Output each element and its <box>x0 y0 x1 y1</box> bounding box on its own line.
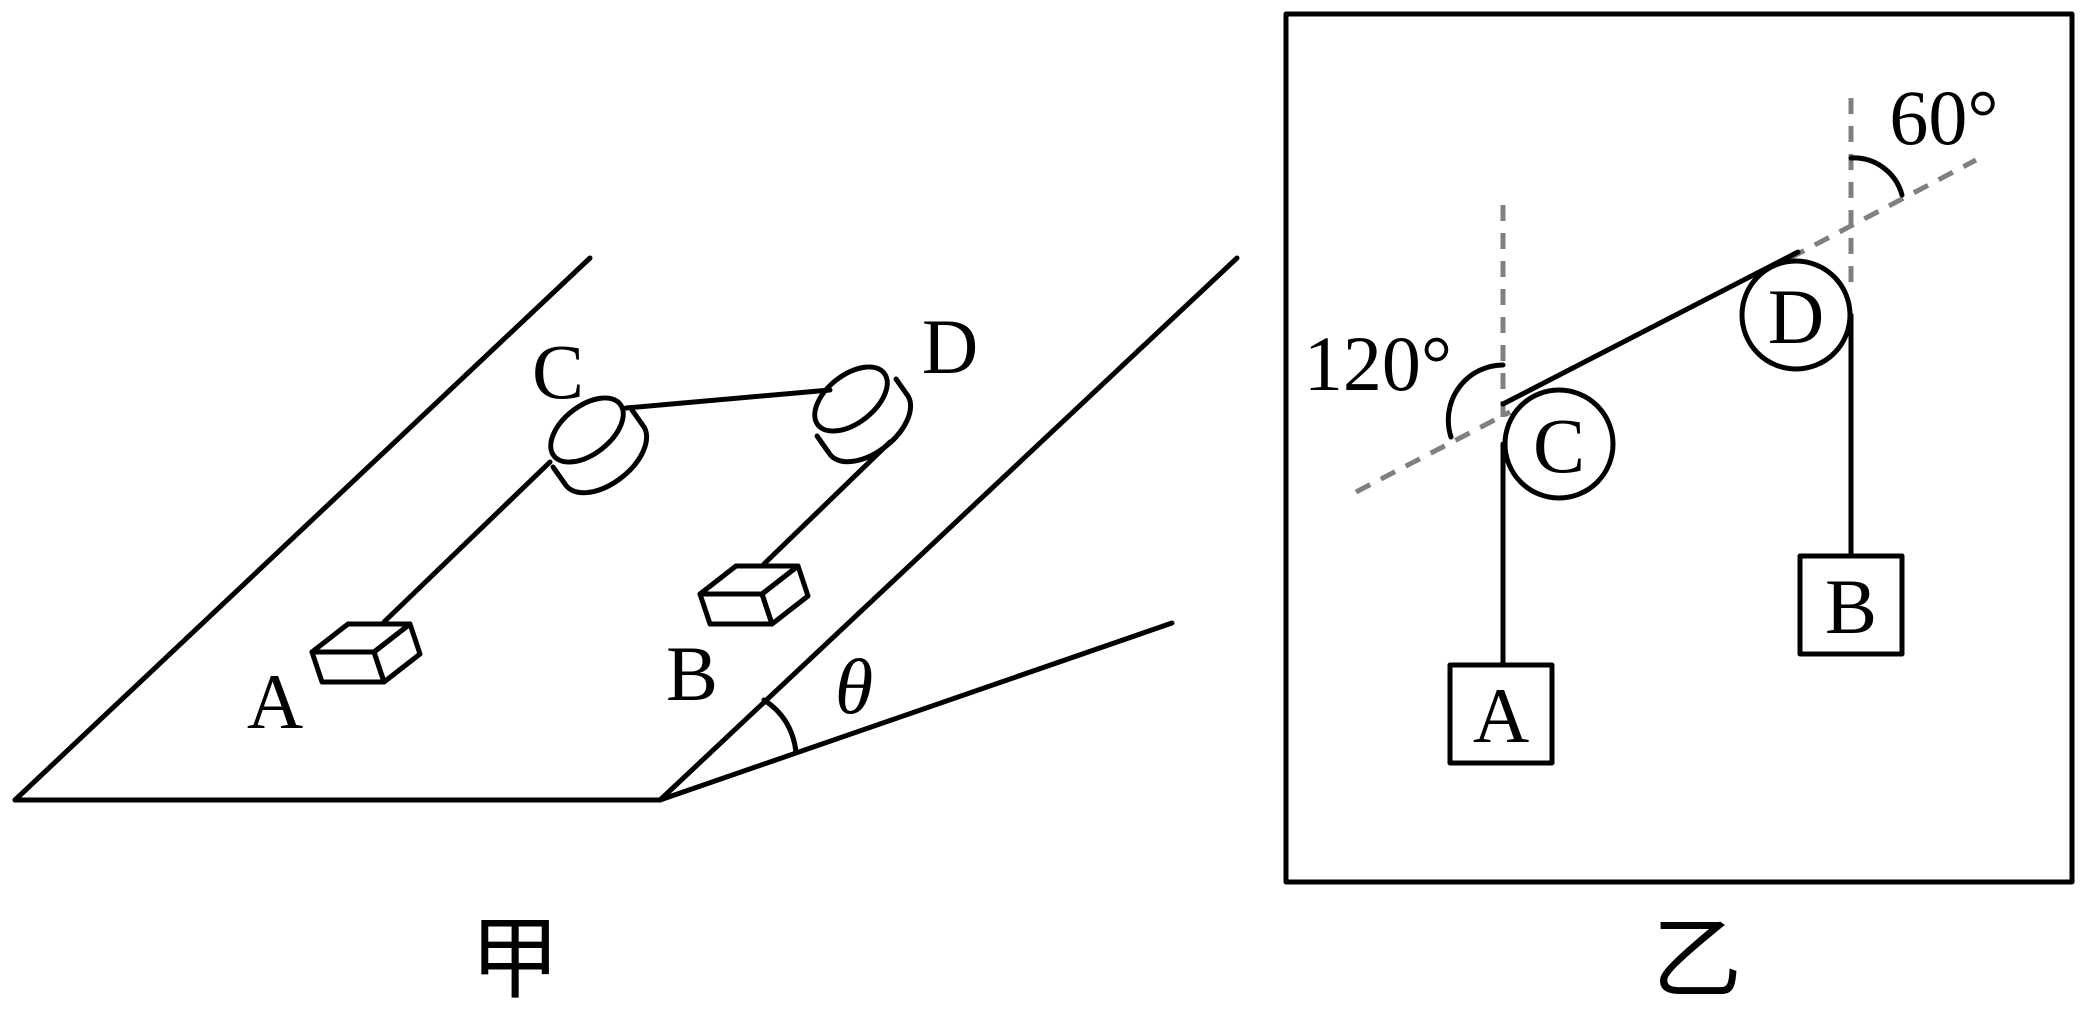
caption-jia: 甲 <box>470 911 560 1010</box>
label-b: B <box>666 630 718 717</box>
block-b <box>1797 553 1905 657</box>
angle-arc-120 <box>1445 362 1506 440</box>
block-a <box>1447 662 1555 766</box>
label-d: D <box>1768 273 1824 360</box>
frame <box>1283 11 2075 885</box>
label-c: C <box>1533 402 1585 489</box>
string-c-to-d <box>1500 249 1801 407</box>
incline-dashed-c <box>1354 409 1512 495</box>
string-a-to-c <box>381 459 553 625</box>
label-c: C <box>532 328 584 415</box>
pulley-d <box>812 364 914 465</box>
pulley-c <box>548 395 650 496</box>
pulley-c <box>1502 387 1616 501</box>
angle-theta-arc <box>761 697 799 755</box>
label-theta: θ <box>835 643 873 730</box>
inclined-plane <box>12 255 1240 803</box>
label-a: A <box>1473 672 1529 759</box>
string-c-to-d <box>623 387 833 411</box>
block-b <box>697 563 811 627</box>
angle-arc-60 <box>1848 155 1905 198</box>
block-a <box>309 621 423 685</box>
figure-yi: C D A B 120° 60° 乙 <box>1283 11 2075 1010</box>
caption-yi: 乙 <box>1652 911 1742 1010</box>
label-angle-60: 60° <box>1889 74 1998 161</box>
incline-dashed-d <box>1788 157 1978 261</box>
label-d: D <box>922 303 978 390</box>
figure-jia: A B C D θ 甲 <box>12 255 1240 1010</box>
label-b: B <box>1825 563 1877 650</box>
label-angle-120: 120° <box>1304 320 1452 407</box>
label-a: A <box>247 658 303 745</box>
string-b-to-d <box>761 439 893 567</box>
pulley-d <box>1739 258 1853 372</box>
